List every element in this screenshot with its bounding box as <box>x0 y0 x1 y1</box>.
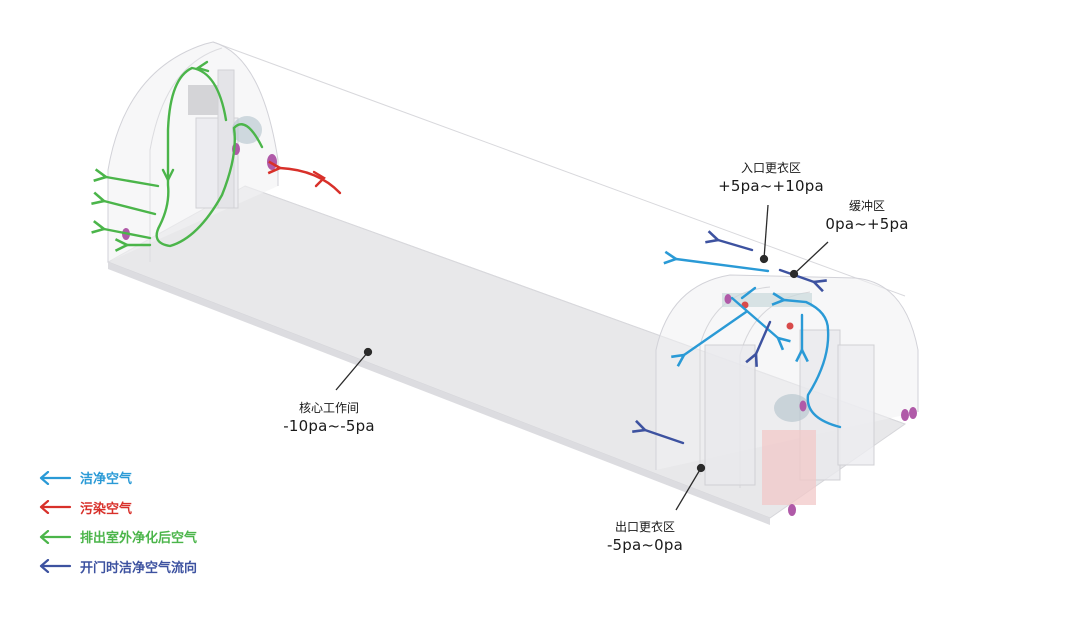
legend-label: 洁净空气 <box>80 472 133 488</box>
legend-item-contaminated-air: 污染空气 <box>38 493 197 523</box>
zone-pressure: -5pa~0pa <box>606 536 684 554</box>
arrow-left-icon <box>39 529 72 544</box>
legend-item-clean-air: 洁净空气 <box>38 463 197 493</box>
exhaust-air-flow <box>104 60 264 246</box>
legend-label: 污染空气 <box>80 501 133 517</box>
zone-name: 缓冲区 <box>848 199 885 213</box>
contaminated-air-flow <box>280 168 342 195</box>
zone-label-core: 核心工作间 -10pa~-5pa <box>264 400 394 436</box>
right-enclosure <box>655 274 919 516</box>
legend-label: 开门时洁净空气流向 <box>80 560 198 576</box>
zone-label-exit-changing: 出口更衣区 -5pa~0pa <box>590 519 700 555</box>
zone-callouts <box>335 204 829 511</box>
zone-label-entry-changing: 入口更衣区 +5pa~+10pa <box>706 160 836 196</box>
arrow-left-icon <box>39 500 72 515</box>
zone-name: 出口更衣区 <box>614 520 675 534</box>
zone-label-buffer: 缓冲区 0pa~+5pa <box>812 198 922 234</box>
legend-item-exhaust-air: 排出室外净化后空气 <box>38 522 197 552</box>
zone-pressure: -10pa~-5pa <box>283 417 375 435</box>
arrow-left-icon <box>39 470 72 485</box>
zone-name: 入口更衣区 <box>740 161 801 175</box>
clean-air-flow <box>676 259 842 429</box>
legend: 洁净空气 污染空气 排出室外净化后空气 开门时洁净空气流向 <box>38 463 197 581</box>
arrow-left-icon <box>39 559 72 574</box>
zone-pressure: 0pa~+5pa <box>825 215 909 233</box>
legend-label: 排出室外净化后空气 <box>80 531 198 547</box>
zone-pressure: +5pa~+10pa <box>718 177 824 195</box>
zone-name: 核心工作间 <box>298 401 359 415</box>
door-open-air-flow <box>645 240 814 445</box>
legend-item-door-open-air: 开门时洁净空气流向 <box>38 552 197 582</box>
